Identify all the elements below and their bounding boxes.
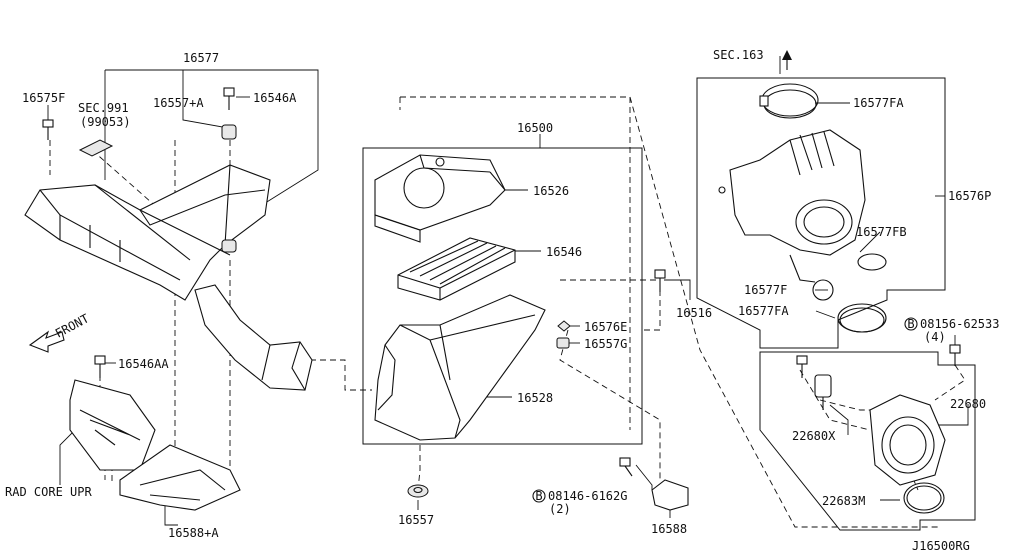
label-16577fa-mid: 16577FA	[738, 304, 789, 318]
air-duct-upper	[24, 164, 271, 301]
label-16577: 16577	[183, 51, 219, 65]
label-sec991: SEC.991	[78, 101, 129, 115]
bolt-22680x	[796, 355, 808, 378]
bolt-16575f	[42, 119, 54, 140]
leader-line	[182, 70, 229, 129]
clamp-16577fa-top	[759, 83, 819, 119]
label-16546aa: 16546AA	[118, 357, 169, 371]
label-sec163: SEC.163	[713, 48, 764, 62]
label-16546: 16546	[546, 245, 582, 259]
label-22683m: 22683M	[822, 494, 865, 508]
clamp-16577fb	[857, 253, 887, 271]
label-16557g: 16557G	[584, 337, 627, 351]
label-08146-qty: (2)	[549, 502, 571, 516]
guide-line	[310, 359, 372, 391]
bolt-08146	[619, 457, 633, 477]
filter-element	[397, 237, 516, 301]
leader-line	[164, 500, 178, 526]
leader-line	[664, 279, 691, 300]
label-22680: 22680	[950, 397, 986, 411]
bracket-16588	[651, 479, 689, 511]
rad-core-upper-bracket	[69, 379, 156, 471]
label-rad-core-upr: RAD CORE UPR	[5, 485, 92, 499]
bolt-16516	[654, 269, 666, 292]
label-16577f: 16577F	[744, 283, 787, 297]
guide-line	[799, 369, 871, 431]
clamp-16577f	[812, 279, 834, 301]
label-08146: 08146-6162G	[548, 489, 627, 503]
label-16575f: 16575F	[22, 91, 65, 105]
sensor-22680x	[814, 374, 832, 410]
air-duct-elbow	[194, 284, 313, 391]
label-sec991-sub: (99053)	[80, 115, 131, 129]
label-16557a: 16557+A	[153, 96, 204, 110]
guide-line	[91, 149, 161, 211]
label-16557: 16557	[398, 513, 434, 527]
label-16577fb: 16577FB	[856, 225, 907, 239]
gasket-22683m	[903, 482, 945, 514]
leader-line	[635, 464, 653, 490]
leader-line	[105, 69, 319, 206]
label-16500: 16500	[517, 121, 553, 135]
label-16526: 16526	[533, 184, 569, 198]
grommet-16557a	[221, 124, 237, 140]
air-cleaner-body	[374, 294, 546, 441]
grommet-16557g	[556, 337, 570, 349]
guide-line	[417, 445, 421, 491]
leader-line	[829, 404, 849, 435]
leader-line	[935, 404, 969, 426]
label-16576e: 16576E	[584, 320, 627, 334]
mass-airflow-group-outline	[759, 351, 976, 531]
guide-line	[400, 96, 631, 430]
bolt-marker-08146: B	[532, 489, 546, 503]
bolt-16546aa	[94, 355, 106, 378]
leader-line	[815, 310, 836, 319]
label-16528: 16528	[517, 391, 553, 405]
label-16576p: 16576P	[948, 189, 991, 203]
clip-sec991	[78, 139, 114, 157]
guide-line	[559, 329, 661, 480]
svg-text:B: B	[907, 317, 914, 331]
label-22680x: 22680X	[792, 429, 836, 443]
grommet-16576e	[557, 320, 571, 332]
label-16577fa-top: 16577FA	[853, 96, 904, 110]
guide-line	[819, 399, 870, 411]
grommet-16557	[407, 484, 429, 498]
lower-bracket-16588a	[119, 444, 241, 511]
label-16588: 16588	[651, 522, 687, 536]
bolt-16546a	[223, 87, 235, 110]
grommet-lower	[221, 239, 237, 253]
diagram-code: J16500RG	[912, 539, 970, 553]
label-front: FRONT	[53, 311, 91, 340]
label-08156: 08156-62533	[920, 317, 999, 331]
guide-line	[629, 96, 940, 528]
bolt-08156	[949, 344, 961, 366]
front-arrow-icon	[28, 330, 65, 353]
label-16516: 16516	[676, 306, 712, 320]
air-cleaner-cover	[374, 154, 506, 243]
air-duct-16576p	[718, 129, 866, 283]
svg-text:B: B	[535, 489, 542, 503]
guide-line	[560, 279, 661, 331]
clamp-16577fa-mid	[837, 303, 887, 333]
air-cleaner-box-outline	[362, 147, 643, 445]
bolt-marker-08156: B	[904, 317, 918, 331]
mass-airflow-sensor-22680	[869, 394, 946, 486]
label-16546a: 16546A	[253, 91, 297, 105]
label-16588a: 16588+A	[168, 526, 219, 540]
label-08156-qty: (4)	[924, 330, 946, 344]
leader-line	[859, 231, 881, 253]
up-arrow-icon	[782, 50, 792, 70]
guide-line	[934, 364, 966, 401]
